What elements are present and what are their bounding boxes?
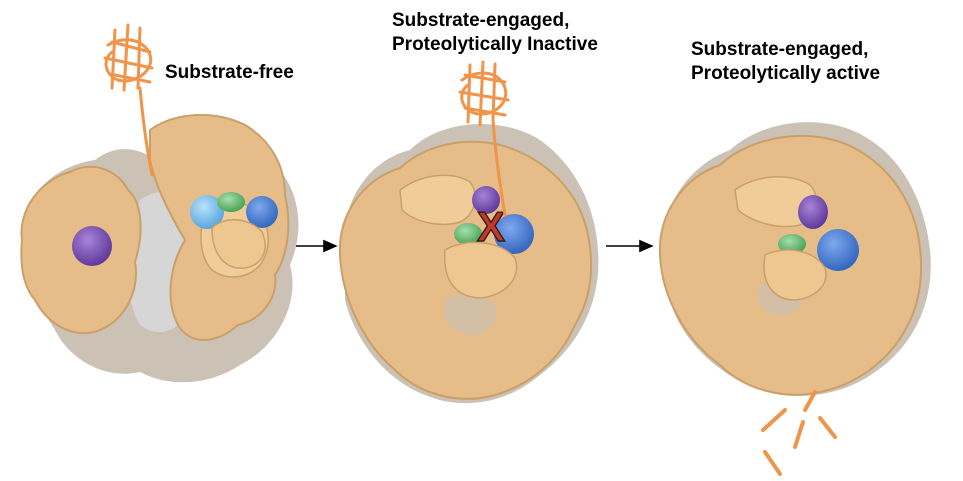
inactive-x-mark: X <box>476 202 505 250</box>
blue-site <box>246 196 278 228</box>
inhibition-x-label: X <box>477 203 505 250</box>
protein-front-flap <box>763 249 827 301</box>
label-line: Substrate-engaged, <box>392 10 570 31</box>
label-line: Substrate-engaged, <box>691 39 869 60</box>
structure-engaged-active <box>658 122 931 476</box>
protein-front-flap <box>211 219 266 269</box>
purple-active-site <box>72 226 112 266</box>
purple-active-site <box>472 186 500 214</box>
blue-site <box>494 214 534 254</box>
structure-engaged-inactive: X <box>338 60 599 404</box>
label-line: Proteolytically active <box>691 63 881 84</box>
substrate-polypeptide <box>458 60 510 217</box>
protein-front-flap <box>444 241 518 299</box>
structure-substrate-free <box>20 23 299 383</box>
label-substrate-free: Substrate-free <box>165 61 294 85</box>
cleaved-peptide-fragments <box>761 390 837 476</box>
green-site <box>778 234 806 254</box>
lightblue-site <box>190 195 224 229</box>
blue-site <box>817 229 859 271</box>
purple-active-site <box>798 195 828 229</box>
label-engaged-active: Substrate-engaged, Proteolytically activ… <box>691 38 880 86</box>
green-site <box>217 192 245 212</box>
label-line: Substrate-free <box>165 62 294 83</box>
substrate-polypeptide <box>103 23 154 177</box>
green-site <box>454 223 482 245</box>
label-line: Proteolytically Inactive <box>392 34 598 55</box>
protein-inner-shadow <box>443 293 497 335</box>
label-engaged-inactive: Substrate-engaged, Proteolytically Inact… <box>392 9 598 57</box>
protein-front-patch <box>399 174 476 226</box>
